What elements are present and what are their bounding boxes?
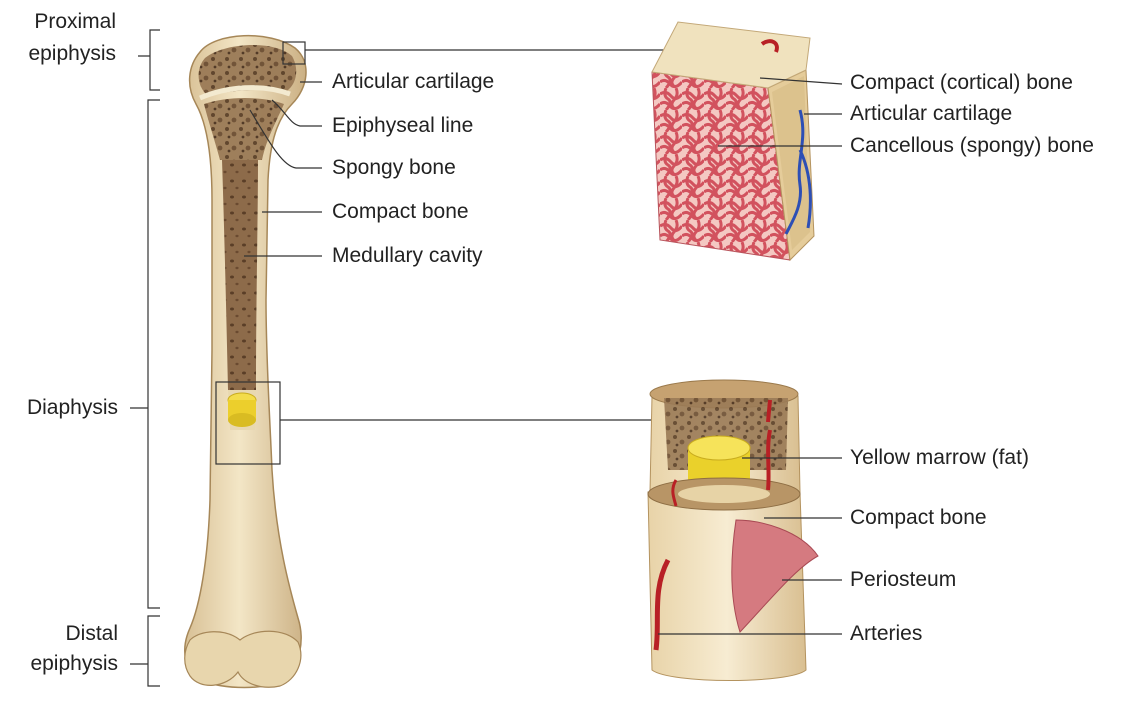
label-proximal: Proximal [10, 10, 116, 34]
label-proximal-epiphysis: epiphysis [10, 42, 116, 66]
diaphysis-section-illustration [648, 380, 818, 681]
long-bone-illustration [185, 36, 306, 688]
label-diaphysis: Diaphysis [0, 396, 118, 420]
label-distal: Distal [10, 622, 118, 646]
marrow-top [688, 436, 750, 460]
artery-right [768, 430, 770, 490]
distal-bracket [130, 616, 160, 686]
compact-ring-inner [678, 485, 770, 503]
label-distal-epiphysis: epiphysis [10, 652, 118, 676]
label-articular-cartilage: Articular cartilage [332, 70, 494, 94]
label-yellow-marrow: Yellow marrow (fat) [850, 446, 1029, 470]
cancellous-detail-illustration [652, 22, 814, 260]
label-medullary-cavity: Medullary cavity [332, 244, 483, 268]
medullary-cavity [222, 160, 258, 390]
bone-leader-lines [244, 50, 674, 420]
artery-top-right [768, 400, 770, 422]
label-articular-cartilage-detail: Articular cartilage [850, 102, 1012, 126]
label-periosteum: Periosteum [850, 568, 956, 592]
proximal-bracket [138, 30, 160, 90]
label-compact-bone: Compact bone [332, 200, 469, 224]
distal-condyles [185, 631, 301, 687]
label-epiphyseal-line: Epiphyseal line [332, 114, 473, 138]
label-spongy-bone: Spongy bone [332, 156, 456, 180]
yellow-marrow-base [228, 413, 256, 427]
label-cancellous-spongy-bone: Cancellous (spongy) bone [850, 134, 1094, 158]
label-compact-bone-detail: Compact bone [850, 506, 987, 530]
label-arteries: Arteries [850, 622, 922, 646]
diaphysis-bracket [130, 100, 160, 608]
region-brackets [130, 30, 160, 686]
label-compact-cortical-bone: Compact (cortical) bone [850, 71, 1073, 95]
